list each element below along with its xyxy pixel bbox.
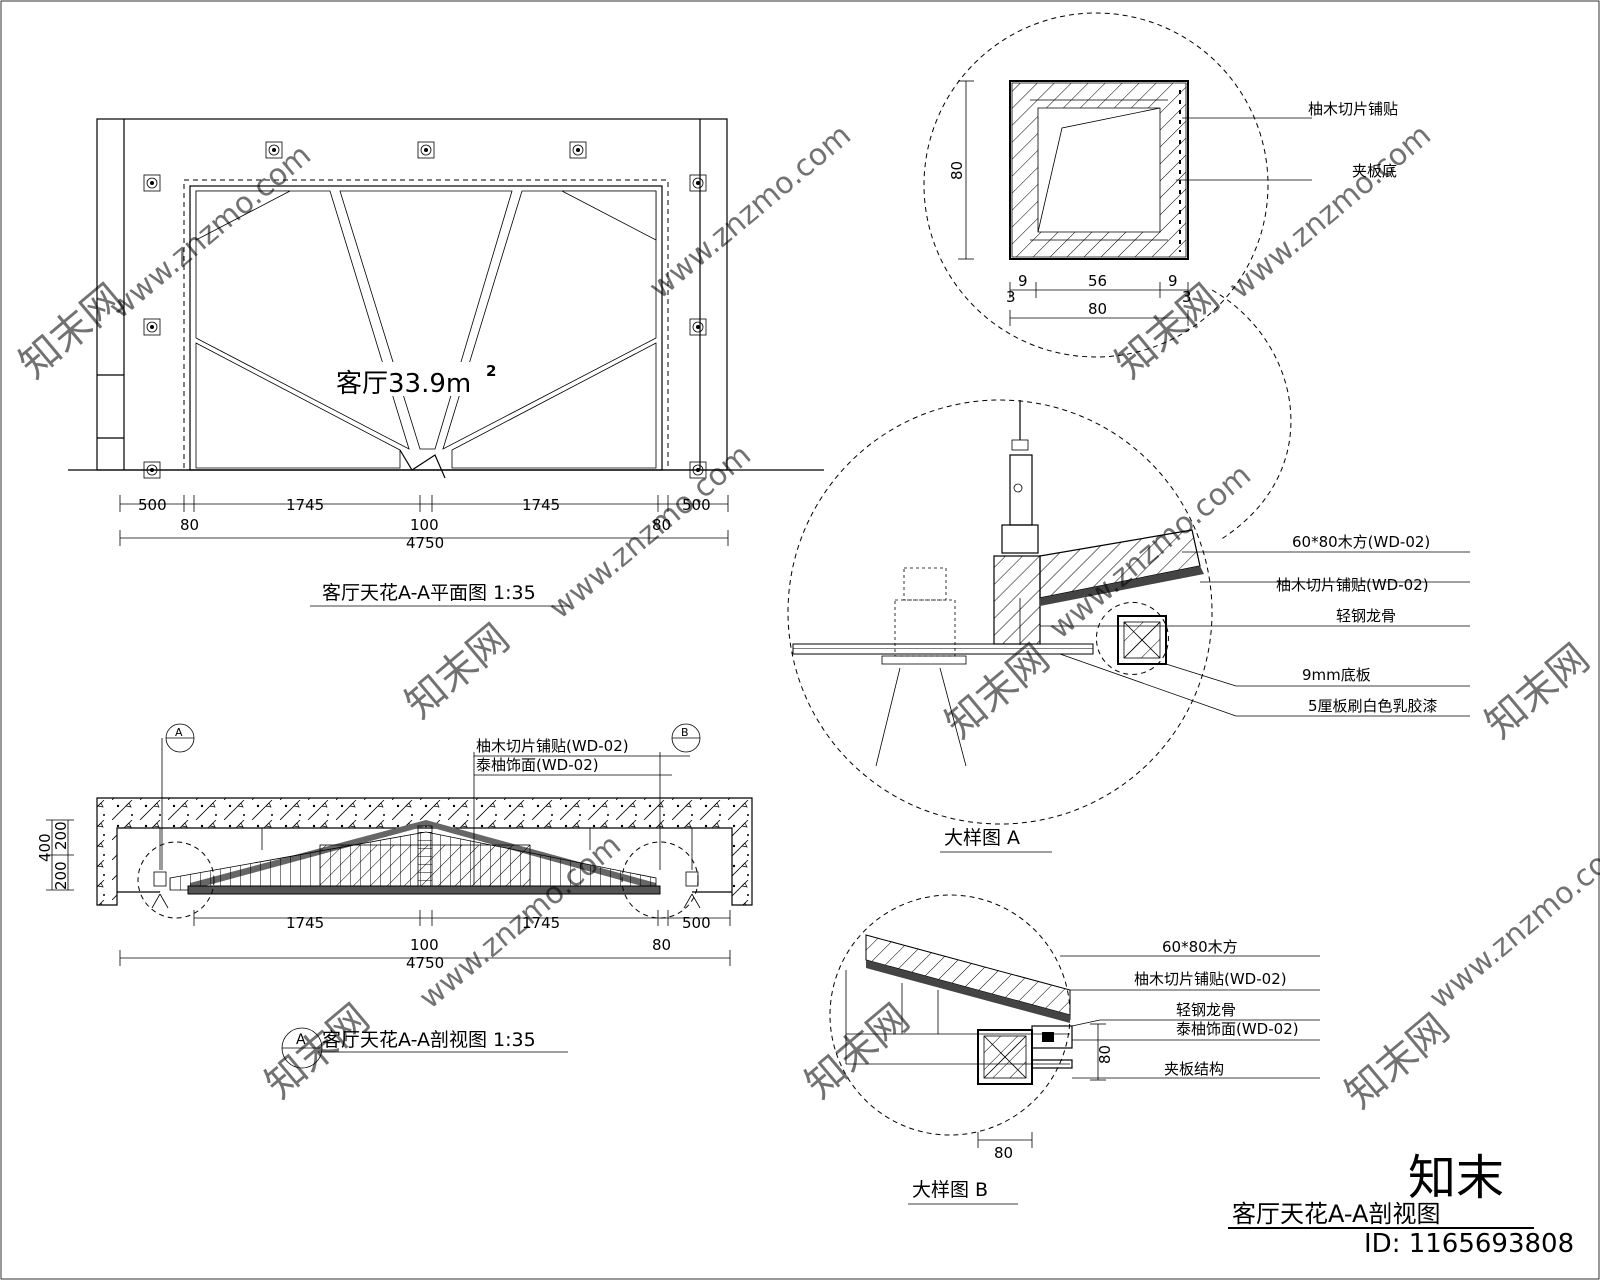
detail-b-label-veneer: 柚木切片铺贴(WD-02) — [1134, 970, 1287, 988]
section-dim-80: 80 — [652, 936, 671, 954]
section-dim-500: 500 — [682, 914, 711, 932]
plan-dim-500-right: 500 — [682, 496, 711, 514]
detail-b: 60*80木方 柚木切片铺贴(WD-02) 轻钢龙骨 泰柚饰面(WD-02) 夹… — [829, 894, 1320, 1205]
detail-top-dim-9-right: 9 — [1168, 272, 1178, 290]
plan-title: 客厅天花A-A平面图 1:35 — [322, 582, 536, 604]
ceiling-pattern — [195, 190, 657, 479]
watermark-url-3: www.znzmo.com — [543, 438, 758, 627]
detail-top-dim-total: 80 — [1088, 300, 1107, 318]
detail-b-label-plywood: 夹板结构 — [1164, 1060, 1224, 1078]
section-dim-total: 4750 — [406, 954, 444, 972]
watermark-brand-8: 知末网 — [1477, 635, 1598, 747]
plan-dim-80-right: 80 — [652, 516, 671, 534]
section-label-teak-finish: 泰柚饰面(WD-02) — [476, 756, 599, 774]
detail-a-label-veneer: 柚木切片铺贴(WD-02) — [1276, 576, 1429, 594]
watermark-url-7: www.znzmo.com — [1423, 828, 1600, 1017]
plan-dim-total: 4750 — [406, 534, 444, 552]
watermark-url-1: www.znzmo.com — [103, 138, 318, 327]
plan-dashed-edge — [183, 179, 669, 471]
callout-circle-b — [621, 841, 699, 919]
detail-b-label-keel: 轻钢龙骨 — [1176, 1001, 1236, 1019]
detail-b-label-timber: 60*80木方 — [1162, 938, 1238, 956]
section-marker: A — [296, 1032, 306, 1048]
plan-spotlights — [143, 141, 707, 479]
watermark-brand-3: 知末网 — [257, 995, 378, 1107]
plan-dim-1745-right: 1745 — [522, 496, 560, 514]
plan-outline — [96, 118, 728, 471]
plan-dim-1745-left: 1745 — [286, 496, 324, 514]
room-area-superscript: 2 — [486, 362, 496, 380]
detail-b-label-teak-finish: 泰柚饰面(WD-02) — [1176, 1020, 1299, 1038]
detail-top-dim-3-left: 3 — [1006, 288, 1016, 306]
section-title: 客厅天花A-A剖视图 1:35 — [322, 1029, 536, 1051]
detail-top-label-veneer: 柚木切片铺贴 — [1308, 100, 1398, 118]
plan-view: 客厅33.9m 2 500 1745 1745 500 80 100 80 47… — [68, 118, 824, 607]
section-view: A B 柚木切片铺贴(WD-02) 泰柚饰面(WD-02) 400 200 20… — [36, 723, 753, 1069]
detail-b-dim-height: 80 — [1096, 1045, 1114, 1064]
detail-a-label-timber: 60*80木方(WD-02) — [1292, 533, 1430, 551]
sheet-title: 客厅天花A-A剖视图 — [1232, 1200, 1440, 1228]
detail-box-section: 柚木切片铺贴 夹板底 80 9 56 9 3 3 80 — [923, 12, 1398, 541]
section-dim-100: 100 — [410, 936, 439, 954]
callout-marker-b: B — [681, 726, 689, 739]
detail-b-title: 大样图 B — [912, 1179, 988, 1201]
callout-circle-a — [137, 841, 215, 919]
detail-a-label-paint: 5厘板刷白色乳胶漆 — [1308, 697, 1438, 715]
id-watermark: ID: 1165693808 — [1364, 1229, 1574, 1259]
detail-top-dim-56: 56 — [1088, 272, 1107, 290]
watermark-brand-6: 知末网 — [797, 995, 918, 1107]
detail-a-title: 大样图 A — [944, 827, 1020, 849]
section-dim-200-b: 200 — [52, 861, 70, 890]
detail-a-label-keel: 轻钢龙骨 — [1336, 607, 1396, 625]
watermark-brand-4: 知末网 — [1107, 275, 1228, 387]
plan-dim-100: 100 — [410, 516, 439, 534]
detail-top-dim-3-right: 3 — [1182, 288, 1192, 306]
watermark-url-5: www.znzmo.com — [1223, 118, 1438, 307]
logo-watermark: 知末 — [1408, 1150, 1504, 1206]
plan-dim-80-left: 80 — [180, 516, 199, 534]
watermark-brand-2: 知末网 — [397, 615, 518, 727]
section-dim-1745-right: 1745 — [522, 914, 560, 932]
plan-dimensions — [119, 495, 729, 546]
section-label-teak-veneer: 柚木切片铺贴(WD-02) — [476, 737, 629, 755]
section-dim-200-a: 200 — [52, 821, 70, 850]
section-dim-1745-left: 1745 — [286, 914, 324, 932]
detail-top-label-plywood: 夹板底 — [1352, 162, 1397, 180]
watermark-url-2: www.znzmo.com — [643, 118, 858, 307]
detail-top-dim-9-left: 9 — [1018, 272, 1028, 290]
detail-b-dim-width: 80 — [994, 1144, 1013, 1162]
plan-dim-500-left: 500 — [138, 496, 167, 514]
callout-marker-a: A — [175, 726, 183, 739]
section-dim-400: 400 — [36, 833, 54, 862]
concrete-slab — [96, 797, 753, 906]
room-area-label: 客厅33.9m — [336, 369, 471, 399]
detail-a-label-base-board: 9mm底板 — [1302, 666, 1371, 684]
watermark-brand-7: 知末网 — [1337, 1005, 1458, 1117]
detail-top-dim-height: 80 — [948, 161, 966, 180]
detail-a: 60*80木方(WD-02) 柚木切片铺贴(WD-02) 轻钢龙骨 9mm底板 … — [787, 399, 1470, 853]
